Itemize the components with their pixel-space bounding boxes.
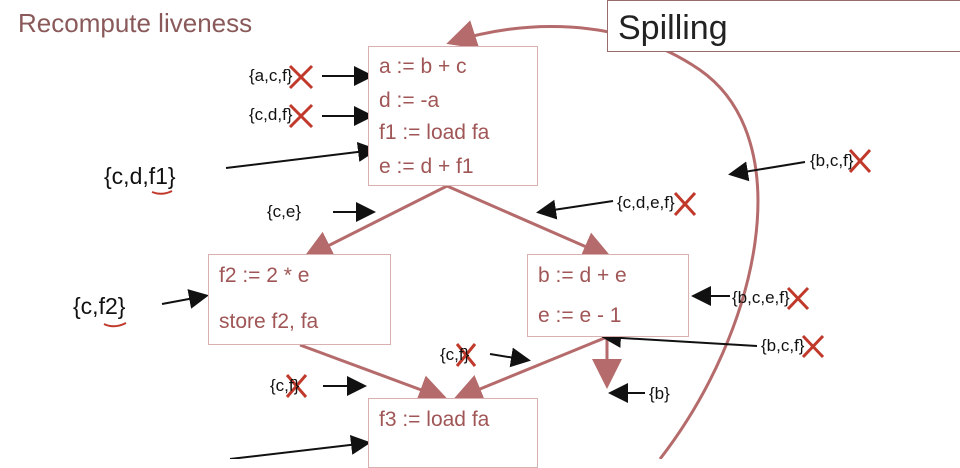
live-set: {c,d,e,f}: [617, 193, 675, 212]
edge-top-left: [302, 184, 448, 259]
live-set: {c,d,f1}: [104, 163, 176, 189]
block-left: f2 := 2 * e store f2, fa: [208, 254, 391, 345]
pointer-s10: [601, 327, 758, 348]
live-set: {c,d,f}: [249, 105, 293, 124]
live-set: {b,c,f}: [761, 336, 805, 355]
slide-title: Spilling: [618, 9, 728, 47]
edge-right-bottom: [452, 335, 608, 403]
slide-title-box: Spilling: [607, 0, 960, 52]
live-set: {c,f}: [440, 345, 470, 364]
stmt: e := d + f1: [379, 155, 474, 178]
pointer-s13: [229, 434, 371, 459]
strikethrough-marks: [285, 64, 872, 398]
live-set: {b,c,e,f}: [732, 288, 790, 307]
live-set: {b,c,f}: [810, 151, 854, 170]
block-bottom: f3 := load fa: [368, 398, 538, 468]
stmt: b := d + e: [538, 264, 627, 287]
stmt: f2 := 2 * e: [219, 264, 310, 287]
block-top: a := b + c d := -a f1 := load fa e := d …: [368, 46, 538, 186]
stmt: store f2, fa: [219, 310, 319, 333]
live-set: {a,c,f}: [249, 66, 293, 85]
stmt: e := e - 1: [538, 304, 622, 327]
stmt: f1 := load fa: [379, 121, 490, 144]
pointer-s7: [161, 289, 209, 309]
live-set: {c,f}: [270, 376, 300, 395]
stmt: f3 := load fa: [379, 408, 490, 431]
pointer-s5: [536, 199, 614, 220]
loop-back-edge: [446, 20, 760, 459]
live-set: {c,e}: [267, 202, 302, 221]
edge-top-right: [446, 184, 613, 261]
pointer-s6: [728, 161, 806, 182]
page-title: Recompute liveness: [18, 8, 253, 38]
block-right: b := d + e e := e - 1: [527, 254, 689, 337]
stmt: a := b + c: [379, 55, 467, 78]
edge-left-bottom: [299, 343, 449, 404]
pointer-s9: [489, 347, 531, 368]
live-set: {b}: [649, 384, 670, 403]
stmt: d := -a: [379, 89, 440, 112]
pointer-s3: [225, 142, 378, 169]
live-set: {c,f2}: [73, 293, 126, 319]
